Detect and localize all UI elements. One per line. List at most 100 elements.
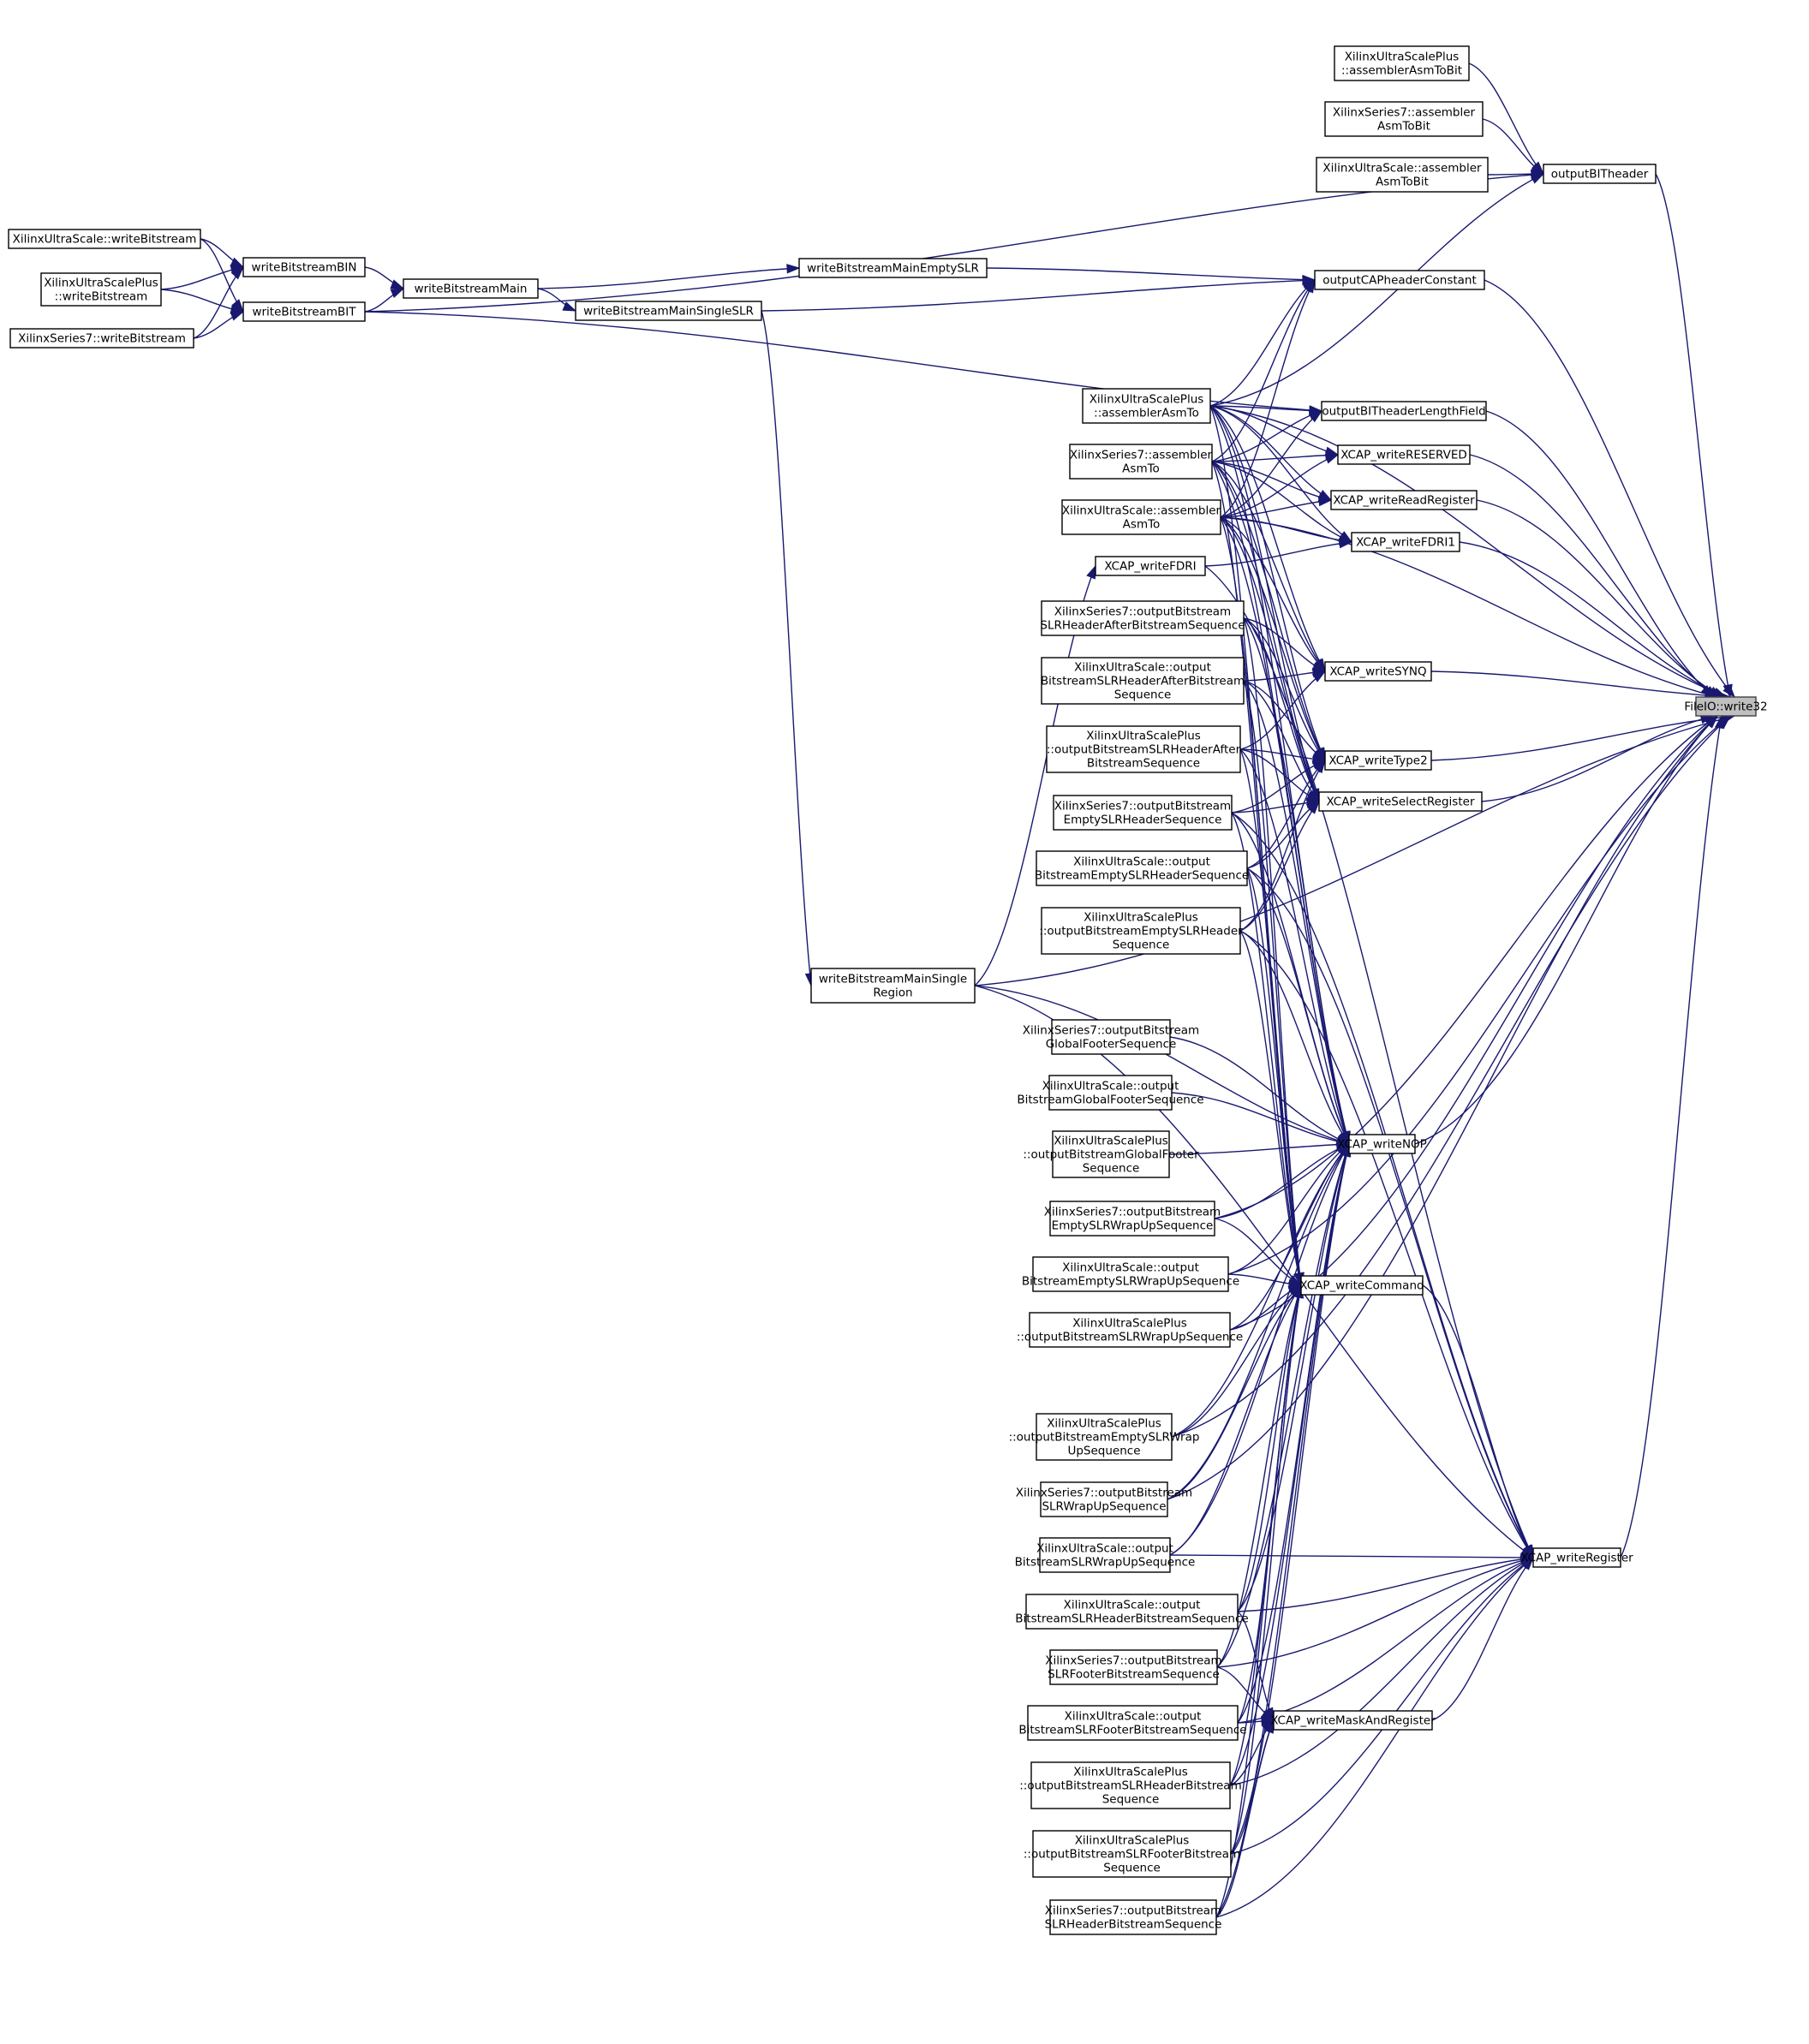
graph-node[interactable]: XCAP_writeFDRI1 — [1351, 532, 1460, 552]
edge-line — [1216, 1557, 1534, 1668]
graph-node[interactable]: XCAP_writeSYNQ — [1324, 661, 1432, 682]
edge-line — [1211, 461, 1326, 672]
graph-node[interactable]: XilinxUltraScale::outputBitstreamGlobalF… — [1017, 1075, 1204, 1111]
graph-node[interactable]: XilinxUltraScale::assemblerAsmTo — [1061, 499, 1221, 535]
edge-s7_slrHdr-to-wReg — [1215, 1557, 1535, 1918]
graph-node[interactable]: XilinxSeries7::assemblerAsmToBit — [1324, 101, 1484, 137]
graph-node[interactable]: XilinxUltraScalePlus::assemblerAsmToBit — [1334, 45, 1470, 81]
node-label: XilinxUltraScalePlus — [44, 277, 158, 290]
node-label: XilinxSeries7::outputBitstream — [1045, 1904, 1221, 1918]
graph-node[interactable]: XilinxUltraScalePlus::outputBitstreamSLR… — [1019, 1761, 1242, 1809]
arrowhead-icon — [1722, 684, 1735, 699]
node-box — [798, 258, 988, 278]
graph-node[interactable]: XilinxUltraScale::assemblerAsmToBit — [1316, 157, 1489, 193]
node-label: ::outputBitstreamSLRHeaderAfter — [1047, 743, 1241, 757]
graph-node[interactable]: XilinxUltraScalePlus::outputBitstreamEmp… — [1009, 1413, 1200, 1461]
node-label: Region — [873, 986, 912, 1000]
graph-node[interactable]: XCAP_writeReadRegister — [1330, 490, 1478, 510]
node-box — [1051, 1019, 1171, 1055]
graph-node[interactable]: outputCAPheaderConstant — [1314, 270, 1485, 290]
edge-s7_asmBit-to-outBIT — [1482, 118, 1545, 175]
graph-node[interactable]: XCAP_writeRESERVED — [1337, 444, 1471, 465]
graph-node[interactable]: XilinxUltraScale::outputBitstreamSLRFoot… — [1018, 1705, 1247, 1741]
edge-line — [1243, 617, 1326, 761]
graph-node[interactable]: XilinxSeries7::outputBitstreamSLRFooterB… — [1045, 1649, 1222, 1685]
arrowhead-icon — [1520, 1557, 1535, 1570]
graph-node[interactable]: XilinxSeries7::writeBitstream — [9, 328, 194, 349]
edge-usp_wb-to-wbBIT — [160, 289, 245, 314]
graph-node[interactable]: writeBitstreamMainEmptySLR — [798, 258, 988, 278]
node-label: XCAP_writeFDRI — [1104, 560, 1196, 574]
graph-node[interactable]: XilinxUltraScalePlus::writeBitstream — [40, 272, 162, 307]
graph-node[interactable]: XCAP_writeCommand — [1299, 1275, 1424, 1296]
node-box — [1324, 661, 1432, 682]
node-label: XilinxUltraScale::assembler — [1322, 162, 1482, 176]
graph-node[interactable]: XCAP_writeType2 — [1324, 750, 1432, 771]
graph-node[interactable]: XilinxUltraScalePlus::outputBitstreamEmp… — [1039, 907, 1243, 955]
edge-line — [1204, 541, 1352, 567]
node-label: Sequence — [1102, 1793, 1160, 1807]
graph-node[interactable]: XilinxSeries7::outputBitstreamEmptySLRWr… — [1044, 1201, 1221, 1237]
graph-node[interactable]: XCAP_writeMaskAndRegister — [1270, 1710, 1436, 1731]
arrowhead-icon — [1717, 714, 1732, 729]
node-label: XilinxUltraScale::writeBitstream — [13, 233, 197, 247]
graph-node[interactable]: writeBitstreamMain — [403, 278, 539, 299]
node-label: XilinxUltraScalePlus — [1073, 1766, 1188, 1779]
node-box — [1039, 1537, 1171, 1573]
edge-line — [1237, 1557, 1534, 1724]
root-node[interactable]: FileIO::write32 — [1684, 696, 1768, 717]
node-label: XCAP_writeCommand — [1299, 1279, 1424, 1293]
edge-line — [1209, 405, 1326, 761]
graph-node[interactable]: XilinxUltraScalePlus::outputBitstreamGlo… — [1023, 1130, 1199, 1178]
graph-node[interactable]: XilinxSeries7::assemblerAsmTo — [1069, 444, 1213, 480]
graph-node[interactable]: XCAP_writeNOP — [1337, 1134, 1427, 1154]
node-label: XilinxUltraScale::output — [1074, 661, 1211, 675]
graph-node[interactable]: writeBitstreamBIN — [242, 257, 366, 277]
edge-line — [1430, 670, 1731, 698]
node-label: XilinxSeries7::outputBitstream — [1044, 1206, 1221, 1219]
node-label: XilinxUltraScale::output — [1036, 1542, 1173, 1556]
graph-node[interactable]: XilinxUltraScale::outputBitstreamEmptySL… — [1022, 1256, 1239, 1292]
graph-node[interactable]: XilinxUltraScalePlus::outputBitstreamSLR… — [1046, 725, 1241, 773]
edge-line — [1620, 715, 1722, 1558]
graph-node[interactable]: outputBITheader — [1543, 164, 1657, 184]
graph-node[interactable]: XCAP_writeRegister — [1520, 1547, 1633, 1568]
graph-node[interactable]: XilinxUltraScalePlus::outputBitstreamSLR… — [1017, 1312, 1243, 1348]
graph-node[interactable]: XilinxUltraScale::outputBitstreamSLRHead… — [1015, 1594, 1249, 1630]
node-box — [403, 278, 539, 299]
node-label: writeBitstreamBIT — [252, 306, 356, 319]
graph-node[interactable]: XilinxSeries7::outputBitstreamSLRHeaderB… — [1045, 1899, 1222, 1935]
graph-node[interactable]: XilinxUltraScale::writeBitstream — [8, 229, 201, 249]
edge-line — [1211, 454, 1339, 462]
node-box — [1032, 1256, 1229, 1292]
graph-node[interactable]: XilinxSeries7::outputBitstreamGlobalFoot… — [1023, 1019, 1199, 1055]
graph-node[interactable]: writeBitstreamMainSingleSLR — [575, 301, 762, 321]
graph-node[interactable]: writeBitstreamBIT — [242, 301, 366, 322]
graph-node[interactable]: XilinxUltraScale::outputBitstreamSLRWrap… — [1015, 1537, 1196, 1573]
edge-line — [761, 279, 1316, 312]
graph-node[interactable]: XilinxSeries7::outputBitstreamSLRWrapUpS… — [1016, 1481, 1192, 1517]
node-label: BitstreamSLRWrapUpSequence — [1015, 1556, 1196, 1570]
node-label: XilinxUltraScalePlus — [1072, 1317, 1187, 1331]
graph-node[interactable]: XCAP_writeFDRI — [1095, 556, 1206, 576]
graph-node[interactable]: XilinxSeries7::outputBitstreamEmptySLRHe… — [1053, 795, 1233, 831]
graph-node[interactable]: outputBITheaderLengthField — [1321, 401, 1487, 421]
graph-node[interactable]: XilinxUltraScale::outputBitstreamEmptySL… — [1035, 850, 1249, 886]
node-label: XilinxSeries7::outputBitstream — [1054, 605, 1231, 619]
node-label: writeBitstreamBIN — [252, 261, 357, 275]
edge-wFDRI-to-wReg — [1204, 565, 1534, 1559]
node-label: XilinxSeries7::writeBitstream — [18, 332, 186, 346]
graph-node[interactable]: XilinxSeries7::outputBitstreamSLRHeaderA… — [1040, 600, 1245, 636]
graph-node[interactable]: XilinxUltraScalePlus::outputBitstreamSLR… — [1024, 1830, 1240, 1878]
node-label: EmptySLRHeaderSequence — [1064, 813, 1222, 827]
graph-node[interactable]: XCAP_writeSelectRegister — [1318, 791, 1483, 812]
node-box — [1316, 157, 1489, 193]
graph-node[interactable]: XilinxUltraScale::outputBitstreamSLRHead… — [1041, 657, 1245, 705]
arrowhead-icon — [230, 311, 245, 321]
node-box — [1027, 1705, 1239, 1741]
node-label: XilinxSeries7::outputBitstream — [1054, 800, 1231, 813]
graph-node[interactable]: XilinxUltraScalePlus::assemblerAsmTo — [1082, 388, 1211, 424]
edge-line — [1211, 410, 1322, 462]
